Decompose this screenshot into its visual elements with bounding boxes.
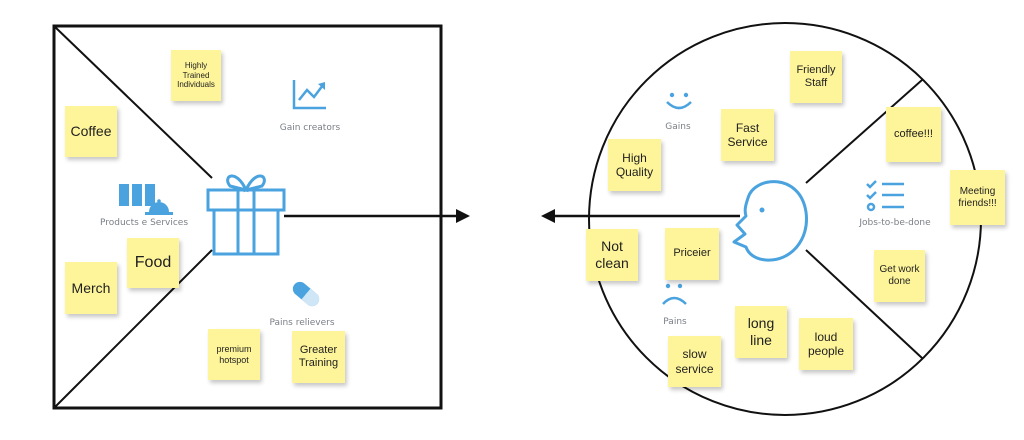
customer-face-icon — [732, 180, 808, 262]
note-get-work-done[interactable]: Get work done — [874, 250, 925, 302]
note-high-quality[interactable]: High Quality — [608, 139, 661, 191]
note-greater-training[interactable]: Greater Training — [292, 331, 345, 383]
note-friendly-staff[interactable]: Friendly Staff — [790, 51, 842, 103]
gift-icon — [206, 174, 286, 256]
chart-up-icon — [292, 80, 326, 110]
arrow-right-icon — [456, 209, 470, 223]
note-highly-trained-individuals[interactable]: Highly Trained Individuals — [171, 50, 221, 101]
customer-profile-divider-top — [805, 79, 923, 184]
checklist-icon — [866, 180, 904, 212]
pain-relievers-label: Pains relievers — [269, 318, 334, 328]
gain-creators-label: Gain creators — [280, 123, 341, 133]
note-food[interactable]: Food — [127, 238, 179, 288]
jobs-to-be-done-label: Jobs-to-be-done — [858, 218, 931, 228]
customer-profile-divider-bottom — [805, 249, 923, 359]
pill-icon — [292, 281, 320, 307]
gains-label: Gains — [665, 122, 691, 132]
smile-icon — [666, 92, 692, 110]
sad-face-icon — [662, 283, 687, 305]
note-long-line[interactable]: long line — [735, 306, 787, 358]
products-services-icon — [119, 184, 173, 215]
note-coffee-excl[interactable]: coffee!!! — [886, 107, 941, 162]
value-map-divider-top — [53, 25, 213, 179]
arrow-left-icon — [541, 209, 555, 223]
note-priceier[interactable]: Priceier — [665, 228, 719, 280]
note-fast-service[interactable]: Fast Service — [721, 109, 774, 161]
note-merch[interactable]: Merch — [65, 262, 117, 314]
note-slow-service[interactable]: slow service — [668, 336, 721, 387]
note-coffee[interactable]: Coffee — [65, 106, 117, 157]
value-map-divider-bottom — [53, 249, 213, 409]
note-not-clean[interactable]: Not clean — [586, 229, 638, 281]
note-premium-hotspot[interactable]: premium hotspot — [208, 329, 260, 380]
pains-label: Pains — [663, 317, 687, 327]
products-services-label: Products e Services — [100, 218, 188, 228]
note-meeting-friends[interactable]: Meeting friends!!! — [950, 170, 1005, 225]
note-loud-people[interactable]: loud people — [799, 318, 853, 370]
